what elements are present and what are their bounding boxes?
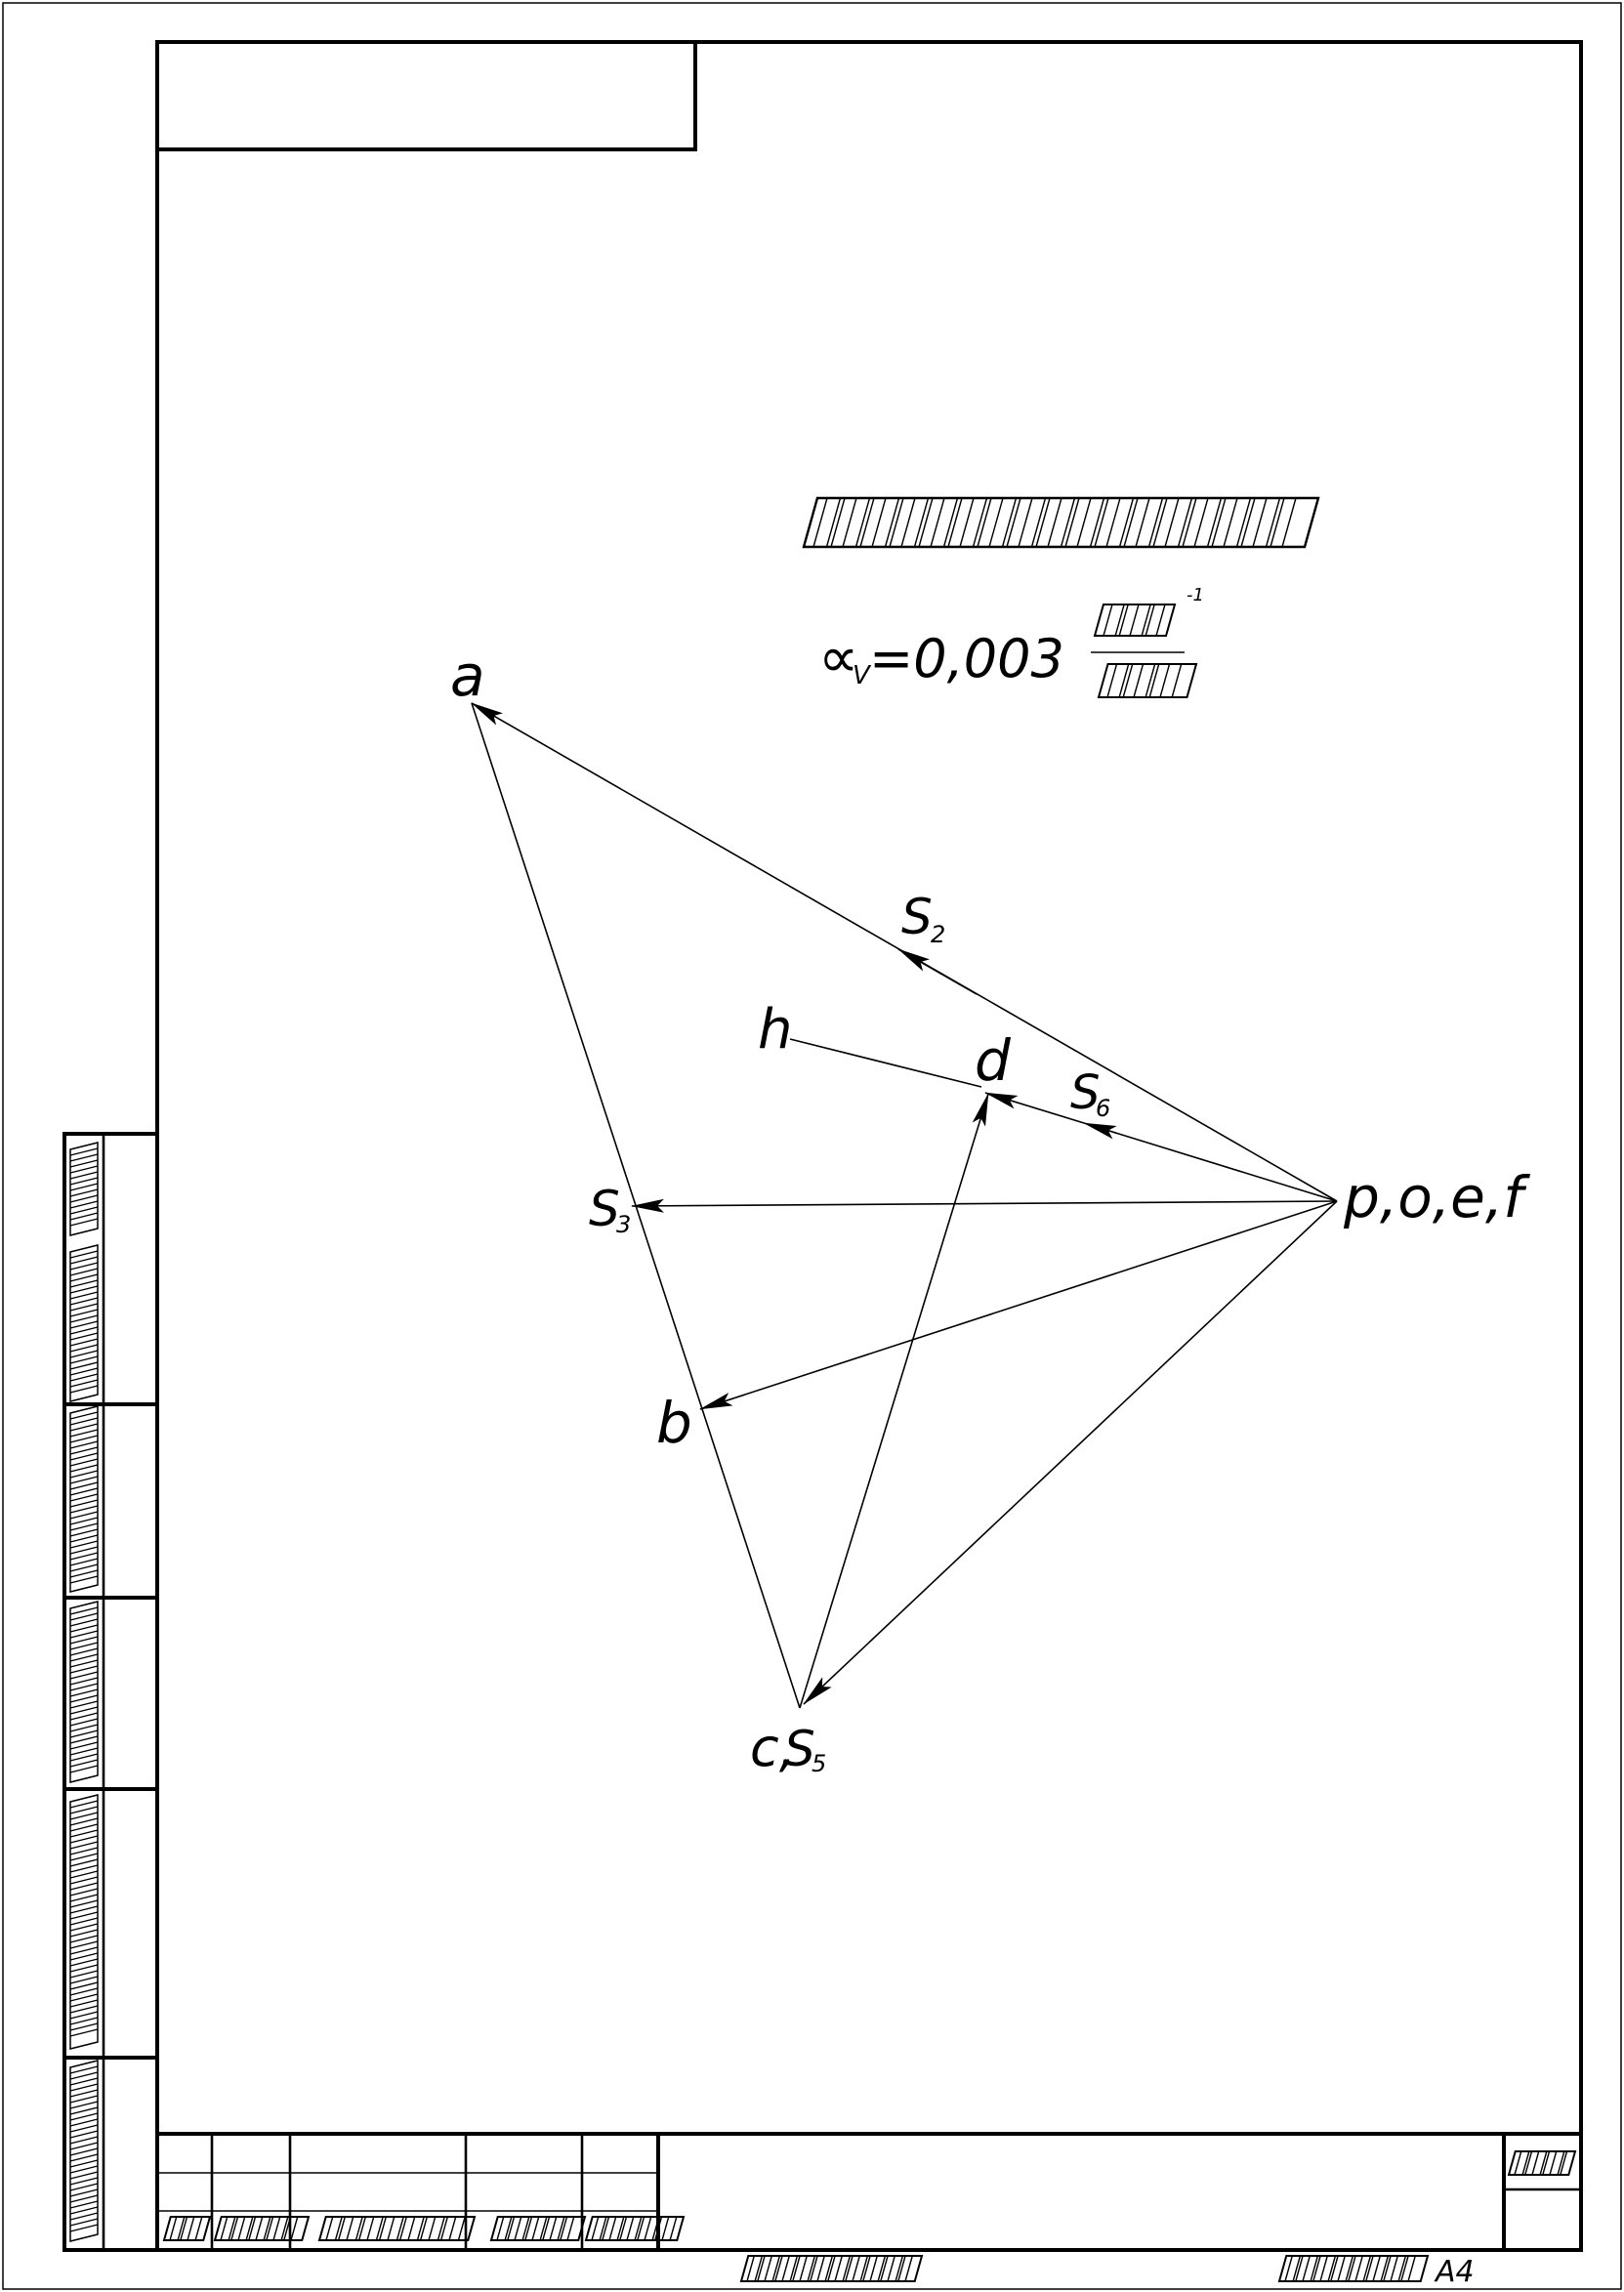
label-s6-sub: 6 — [1096, 1095, 1110, 1122]
label-h: h — [758, 998, 793, 1062]
scale-value: =0,003 — [869, 628, 1064, 689]
label-s6: S — [1070, 1065, 1100, 1120]
label-s2: S — [901, 889, 933, 945]
scale-factor-label: ∝ V =0,003 -1 — [818, 585, 1204, 698]
label-b: b — [656, 1390, 692, 1456]
scale-symbol: ∝ — [818, 624, 858, 690]
left-margin-placeholder-text — [69, 1142, 99, 2242]
label-s5-sub: 5 — [812, 1750, 826, 1777]
sheet-format-label: A4 — [1434, 2255, 1475, 2289]
vector-ps3 — [631, 1198, 1338, 1213]
scale-unit-placeholder — [1093, 604, 1198, 698]
label-pole: p,o,e,f — [1343, 1164, 1530, 1230]
scale-unit-exponent: -1 — [1187, 585, 1204, 605]
top-left-stamp-box — [155, 40, 697, 151]
drawing-frame — [155, 40, 1583, 2252]
vector-pa-midarrow — [897, 948, 978, 995]
label-s5: S — [784, 1721, 815, 1777]
vector-pc — [803, 1200, 1338, 1705]
vector-pd — [984, 1092, 1085, 1124]
left-margin-table — [62, 1132, 159, 2252]
label-d: d — [975, 1027, 1012, 1094]
scale-subscript: V — [853, 661, 872, 690]
velocity-plan — [471, 702, 1338, 1709]
diagram-heading-placeholder — [802, 496, 1320, 549]
vector-ps6 — [1083, 1122, 1338, 1202]
line-dh — [789, 1038, 982, 1088]
label-c: c, — [750, 1717, 796, 1778]
vector-pb — [699, 1200, 1338, 1410]
diagram-labels: a S 2 h d S 6 p,o,e,f S 3 b c, S 5 — [450, 643, 1530, 1778]
link-dc — [799, 1093, 989, 1709]
label-a: a — [450, 643, 485, 709]
label-s3-sub: 3 — [616, 1211, 631, 1238]
title-block — [157, 2132, 1581, 2250]
bottom-margin-placeholder-text — [739, 2255, 1430, 2282]
label-s2-sub: 2 — [931, 921, 945, 948]
label-s3: S — [589, 1181, 620, 1237]
title-block-placeholder-text — [162, 2150, 1577, 2241]
